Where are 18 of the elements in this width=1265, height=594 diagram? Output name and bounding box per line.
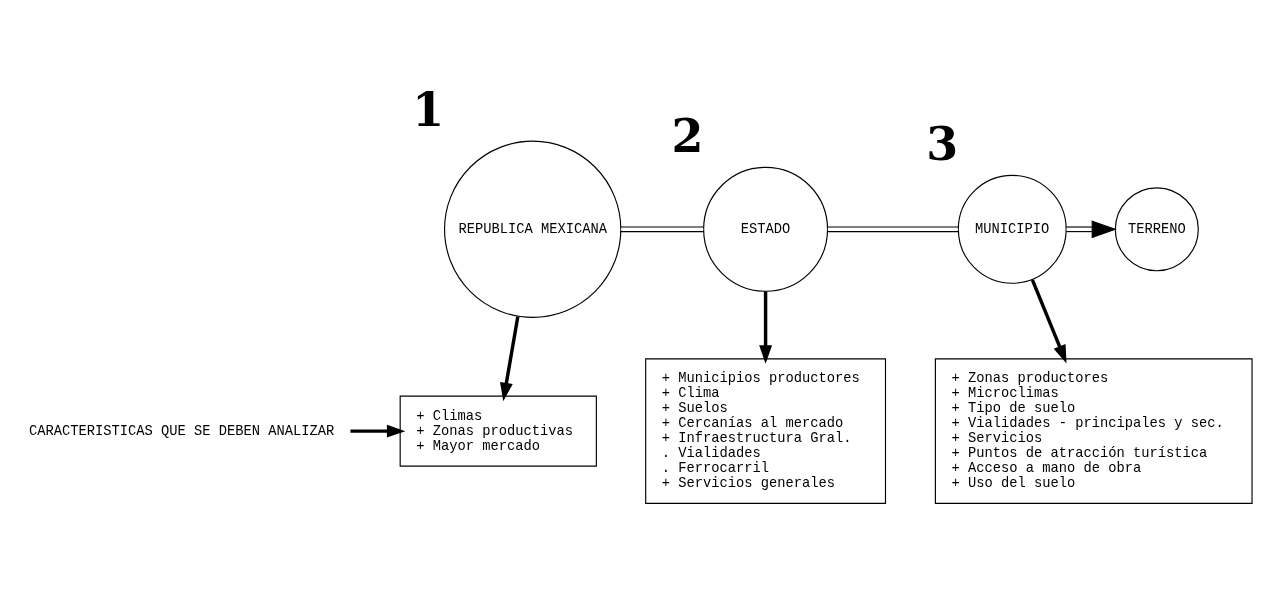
arrow [350, 424, 406, 438]
arrow [1030, 279, 1067, 364]
arrow [500, 316, 520, 402]
arrow [1065, 220, 1117, 239]
node-text: CARACTERISTICAS QUE SE DEBEN ANALIZAR [28, 423, 335, 439]
node-label: 3 [926, 117, 959, 172]
node-circle: TERRENO [1114, 187, 1199, 272]
connector [827, 226, 959, 233]
node-label: 2 [671, 109, 704, 164]
node-circle: REPUBLICA MEXICANA [443, 140, 622, 318]
node-circle: MUNICIPIO [957, 174, 1067, 284]
node-circle: ESTADO [703, 166, 829, 292]
node-label: 1 [412, 83, 445, 138]
node-box: + Municipios productores + Clima + Suelos + Cercanías al mercado + Infraestructura Gral. . Vialidades . Ferrocarril + Servicios generales [645, 358, 887, 504]
node-box: + Climas + Zonas productivas + Mayor mercado [399, 395, 597, 467]
node-box: + Zonas productores + Microclimas + Tipo de suelo + Vialidades - principales y sec. + Servicios + Puntos de atracción turística + Acceso a mano de obra + Uso del suelo [934, 358, 1253, 504]
connector [620, 226, 704, 233]
arrow [759, 291, 773, 364]
